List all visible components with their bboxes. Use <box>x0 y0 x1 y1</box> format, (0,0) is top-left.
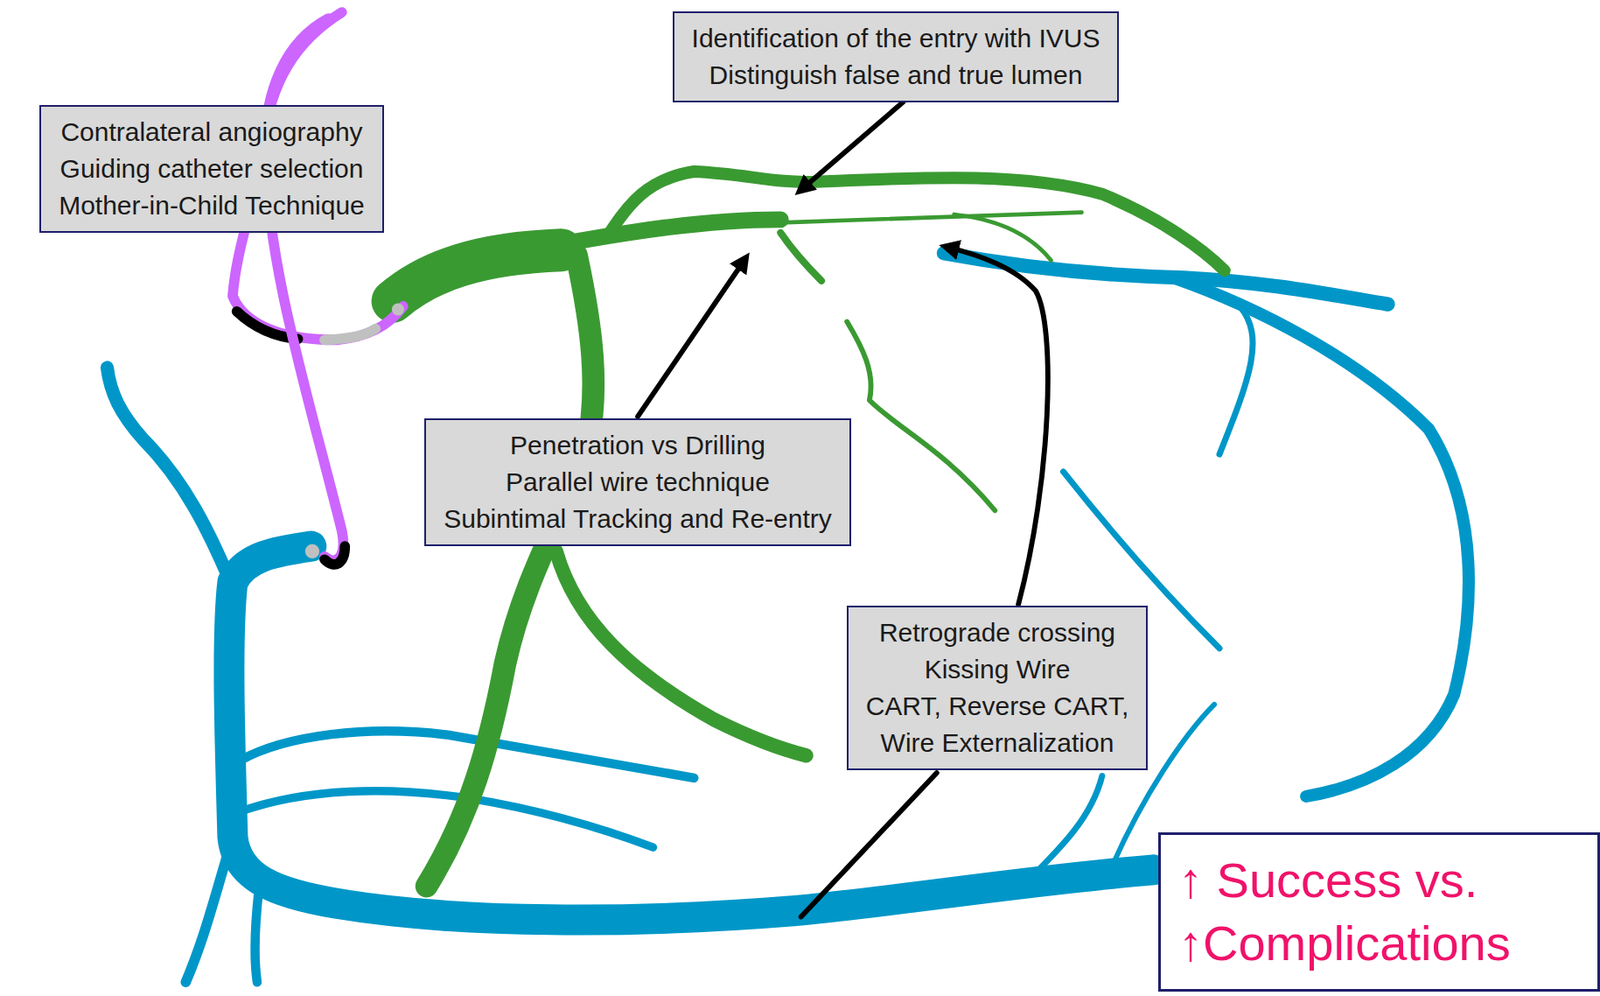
box-text: Identification of the entry with IVUS <box>691 20 1101 57</box>
box-text: Contralateral angiography <box>58 113 365 151</box>
leader-arrow <box>801 102 904 190</box>
leader-arrow <box>637 258 745 417</box>
box-text: Kissing Wire <box>866 650 1130 688</box>
box-text: Mother-in-Child Technique <box>58 187 365 224</box>
guiding-catheters <box>232 12 405 565</box>
vessel <box>392 250 561 301</box>
vessel <box>846 321 995 511</box>
callout-box: Retrograde crossingKissing WireCART, Rev… <box>846 605 1149 770</box>
summary-box: ↑ Success vs.↑Complications <box>1158 831 1600 992</box>
callout-box: Identification of the entry with IVUSDis… <box>672 11 1120 103</box>
box-text: Wire Externalization <box>866 724 1130 762</box>
catheter-tip <box>391 302 405 315</box>
leader-arrow <box>947 246 1049 604</box>
box-text: ↑ Success vs. <box>1178 848 1580 912</box>
vessel <box>1173 277 1468 797</box>
vessel <box>1030 775 1103 879</box>
catheter-tip <box>305 544 320 559</box>
vessel <box>556 219 782 245</box>
vessel <box>943 252 1388 304</box>
leader-line <box>801 772 937 916</box>
vessel <box>1219 306 1253 455</box>
vessel <box>607 171 1225 271</box>
box-text: Penetration vs Drilling <box>443 426 832 464</box>
vessel <box>780 212 1082 224</box>
vessel <box>780 232 822 281</box>
catheter-segment <box>324 328 376 341</box>
callout-box: Penetration vs DrillingParallel wire tec… <box>424 418 852 546</box>
vessel <box>556 551 807 755</box>
box-text: CART, Reverse CART, <box>866 687 1130 725</box>
catheter-segment <box>324 545 345 565</box>
box-text: Parallel wire technique <box>443 463 832 501</box>
box-text: Subintimal Tracking and Re-entry <box>443 500 832 538</box>
box-text: Distinguish false and true lumen <box>691 56 1101 94</box>
left-coronary-artery <box>392 171 1225 887</box>
vessel <box>254 877 260 982</box>
callout-box: Contralateral angiographyGuiding cathete… <box>39 104 385 233</box>
vessel <box>229 545 1153 920</box>
vessel <box>185 846 230 982</box>
box-text: ↑Complications <box>1178 911 1580 975</box>
box-text: Guiding catheter selection <box>58 150 365 188</box>
box-text: Retrograde crossing <box>866 614 1130 651</box>
vessel <box>239 730 694 777</box>
catheter <box>265 18 343 560</box>
vessel <box>106 367 232 587</box>
